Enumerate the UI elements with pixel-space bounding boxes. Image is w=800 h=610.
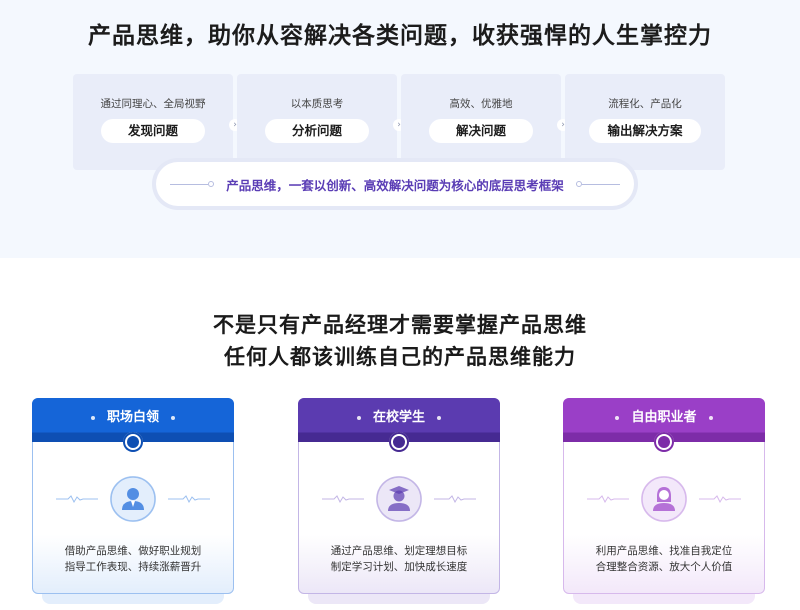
- card-title: 在校学生: [372, 410, 425, 425]
- decor-line-left: [170, 181, 215, 187]
- card-desc-line1: 利用产品思维、找准自我定位: [595, 545, 733, 557]
- step-sub: 通过同理心、全局视野: [100, 98, 206, 110]
- card-desc-line2: 合理整合资源、放大个人价值: [595, 561, 733, 573]
- office-worker-icon: [110, 476, 156, 522]
- card-desc-line2: 制定学习计划、加快成长速度: [330, 561, 468, 573]
- step-sub: 高效、优雅地: [449, 98, 513, 110]
- graduate-icon: [376, 476, 422, 522]
- decor-line-right: [575, 181, 620, 187]
- step-analyze: 以本质思考 分析问题: [237, 74, 397, 170]
- freelancer-icon: [641, 476, 687, 522]
- card-desc-line1: 借助产品思维、做好职业规划: [64, 545, 202, 557]
- wave-left-icon: [56, 495, 98, 504]
- step-label: 发现问题: [101, 119, 205, 143]
- main-title: 产品思维，助你从容解决各类问题，收获强悍的人生掌控力: [88, 23, 712, 49]
- step-discover: 通过同理心、全局视野 发现问题: [73, 74, 233, 170]
- step-label: 解决问题: [429, 119, 533, 143]
- card-freelancer: 自由职业者 利用产品思维、找准自我定位 合理整合资源、放大个人价值: [563, 398, 765, 604]
- card-title: 自由职业者: [631, 410, 697, 425]
- card-office-worker: 职场白领 借助产品思维、做好职业规划 指导工作表现、持续涨薪晋升: [32, 398, 234, 604]
- section-heading-line1: 不是只有产品经理才需要掌握产品思维: [213, 313, 587, 337]
- step-sub: 流程化、产品化: [608, 98, 682, 110]
- section-heading-line2: 任何人都该训练自己的产品思维能力: [224, 345, 576, 369]
- card-desc-line2: 指导工作表现、持续涨薪晋升: [64, 561, 202, 573]
- step-label: 分析问题: [265, 119, 369, 143]
- card-knob: [389, 432, 409, 452]
- wave-right-icon: [434, 495, 476, 504]
- framework-text: 产品思维，一套以创新、高效解决问题为核心的底层思考框架: [226, 177, 564, 193]
- step-sub: 以本质思考: [290, 98, 344, 110]
- top-section: 产品思维，助你从容解决各类问题，收获强悍的人生掌控力 通过同理心、全局视野 发现…: [0, 0, 800, 258]
- wave-right-icon: [168, 495, 210, 504]
- steps-row: 通过同理心、全局视野 发现问题 › 以本质思考 分析问题 › 高效、优雅地 解决…: [73, 74, 725, 170]
- card-title: 职场白领: [106, 410, 159, 425]
- step-output: 流程化、产品化 输出解决方案: [565, 74, 725, 170]
- wave-right-icon: [699, 495, 741, 504]
- card-knob: [654, 432, 674, 452]
- wave-left-icon: [322, 495, 364, 504]
- card-student: 在校学生 通过产品思维、划定理想目标 制定学习计划、加快成长速度: [298, 398, 500, 604]
- step-solve: 高效、优雅地 解决问题: [401, 74, 561, 170]
- framework-banner: 产品思维，一套以创新、高效解决问题为核心的底层思考框架: [152, 158, 638, 210]
- step-label: 输出解决方案: [589, 119, 701, 143]
- card-desc-line1: 通过产品思维、划定理想目标: [330, 545, 468, 557]
- wave-left-icon: [587, 495, 629, 504]
- card-knob: [123, 432, 143, 452]
